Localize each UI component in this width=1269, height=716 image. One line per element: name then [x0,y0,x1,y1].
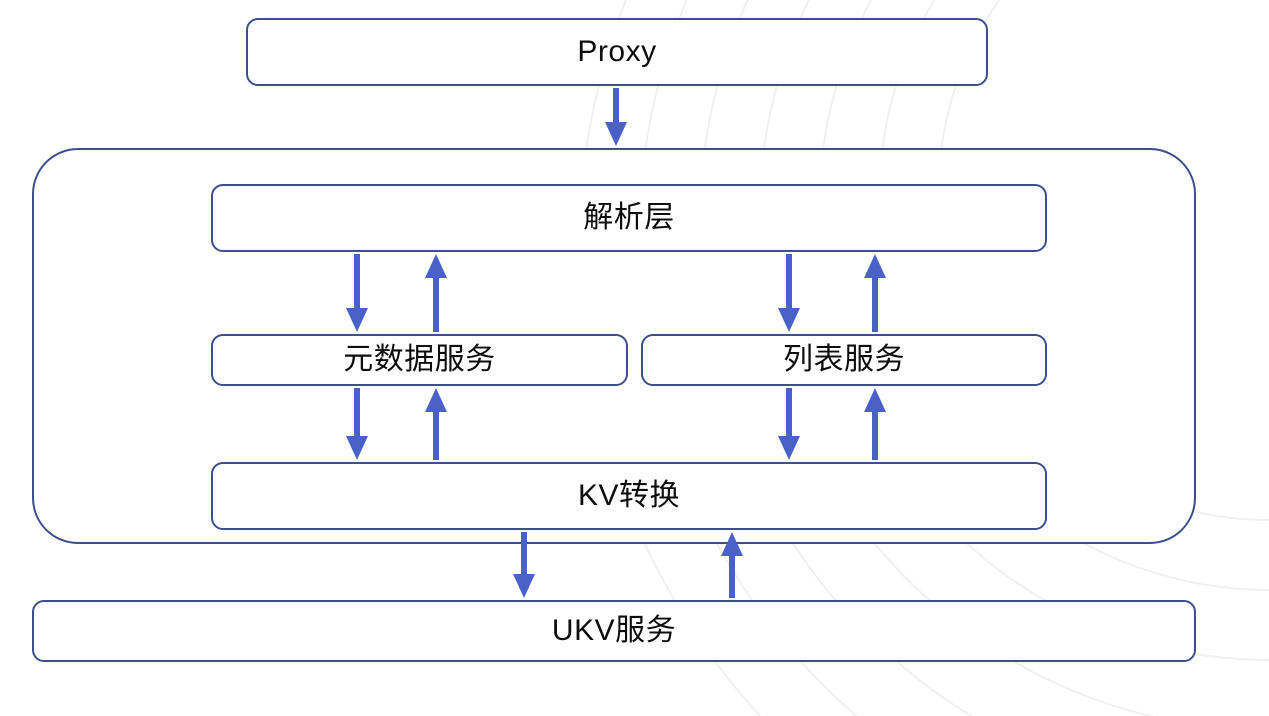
arrow-metadata-to-kv [341,388,373,460]
node-metadata-service-label: 元数据服务 [343,343,496,376]
node-ukv-service[interactable]: UKV服务 [32,600,1196,662]
node-list-service-label: 列表服务 [783,343,905,376]
arrow-kv-to-ukv [508,532,540,598]
arrow-kv-to-list [859,388,891,460]
arrow-proxy-to-parser [600,88,632,146]
arrow-list-to-kv [773,388,805,460]
arrow-list-to-parser [859,254,891,332]
arrow-ukv-to-kv [716,532,748,598]
arrow-kv-to-metadata [420,388,452,460]
node-parsing-layer[interactable]: 解析层 [211,184,1047,252]
node-metadata-service[interactable]: 元数据服务 [211,334,628,386]
node-kv-conversion-label: KV转换 [577,479,681,512]
node-proxy[interactable]: Proxy [246,18,988,86]
node-parsing-layer-label: 解析层 [583,201,675,234]
arrow-parser-to-list [773,254,805,332]
node-ukv-service-label: UKV服务 [551,614,677,647]
node-proxy-label: Proxy [577,35,657,68]
node-list-service[interactable]: 列表服务 [641,334,1047,386]
arrow-parser-to-metadata [341,254,373,332]
node-kv-conversion[interactable]: KV转换 [211,462,1047,530]
arrow-metadata-to-parser [420,254,452,332]
